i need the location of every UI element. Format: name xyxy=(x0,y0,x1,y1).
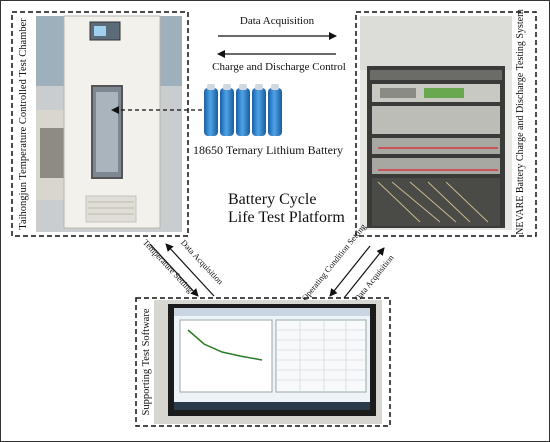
battery-cells xyxy=(204,84,282,136)
chamber-dashed-box xyxy=(11,11,189,237)
tester-label: NEVARE Battery Charge and Discharge Test… xyxy=(515,9,526,235)
platform-title-line1: Battery Cycle xyxy=(228,191,316,208)
software-monitor-photo xyxy=(154,300,382,424)
charge-control-label: Charge and Discharge Control xyxy=(212,61,346,73)
tester-rack-photo xyxy=(360,16,512,230)
platform-title-line2: Life Test Platform xyxy=(228,209,345,226)
top-data-acquisition-label: Data Acquisition xyxy=(240,15,315,27)
chamber-label: Taihongjun Temperature Controlled Test C… xyxy=(18,18,29,230)
software-label: Supporting Test Software xyxy=(141,308,152,415)
test-chamber-photo xyxy=(36,15,182,232)
right-data-acquisition-arrow xyxy=(343,247,385,299)
left-data-acquisition-arrow xyxy=(165,243,215,297)
temperature-setting-arrow xyxy=(149,243,199,297)
software-dashed-box xyxy=(135,297,391,427)
tester-dashed-box xyxy=(355,11,537,237)
operating-condition-arrow xyxy=(329,245,371,297)
battery-label: 18650 Ternary Lithium Battery xyxy=(193,143,343,157)
